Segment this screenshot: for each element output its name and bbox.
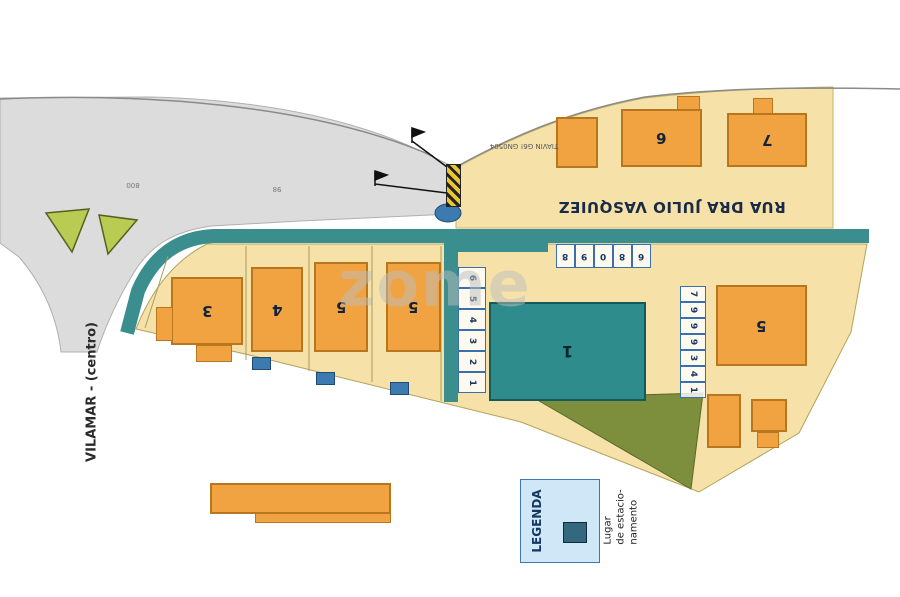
building-6-annex — [677, 96, 700, 110]
building-1: 1 — [489, 302, 646, 401]
survey-note: TIAVIN G6! GN0504 — [489, 142, 559, 150]
parking-cell: 3 — [458, 330, 486, 351]
road-gray-area — [0, 96, 462, 353]
boundary-line-east — [455, 87, 900, 168]
building-5-right: 5 — [716, 285, 807, 366]
building-4: 4 — [251, 267, 303, 352]
flag-icon — [374, 169, 390, 182]
building-number: 5 — [408, 298, 419, 316]
building-7-annex — [753, 98, 773, 114]
building-number: 6 — [656, 129, 667, 147]
road-mark: 98 — [272, 185, 282, 193]
parking-cell: 4 — [680, 366, 706, 382]
legend-title: LEGENDA — [530, 489, 544, 553]
legend-item-label: Lugar de estacio- namento — [602, 489, 640, 545]
building-long-south-step — [255, 513, 391, 523]
parking-cell: 5 — [458, 288, 486, 309]
building-number: 7 — [761, 131, 773, 149]
parking-cell: 0 — [594, 244, 613, 268]
parking-cell: 9 — [680, 318, 706, 334]
parking-cell: 9 — [680, 334, 706, 350]
legend-box — [520, 479, 600, 563]
building-5b: 5 — [386, 262, 441, 352]
parking-cell: 8 — [613, 244, 632, 268]
parking-cell: 3 — [680, 350, 706, 366]
parking-spot — [390, 382, 409, 395]
building-3: 3 — [171, 277, 243, 345]
parking-spot — [316, 372, 335, 385]
plot-dividers — [144, 246, 442, 401]
legend-parking-swatch — [563, 522, 587, 543]
building-3-shed — [196, 345, 232, 362]
tree-icon — [44, 208, 91, 254]
building-number: 1 — [561, 342, 574, 361]
building-7: 7 — [727, 113, 807, 167]
street-name: RUA DRA JULIO VASQUIEZ — [558, 198, 786, 216]
parking-cell: 4 — [458, 309, 486, 330]
building-number: 5 — [335, 298, 347, 316]
slope-area — [532, 392, 704, 490]
building-small-3 — [757, 432, 779, 448]
parking-cell: 1 — [458, 372, 486, 393]
parking-cell: 9 — [575, 244, 594, 268]
building-6: 6 — [621, 109, 702, 167]
building-number: 5 — [756, 316, 767, 335]
barrier-icon — [446, 164, 461, 207]
parking-cell: 8 — [556, 244, 575, 268]
building-number: 3 — [201, 302, 213, 320]
road-teal-vertical — [444, 243, 458, 402]
road-teal-junction — [444, 243, 548, 252]
road-mark: 800 — [126, 181, 140, 189]
parking-cell: 9 — [680, 302, 706, 318]
building-long-south — [210, 483, 391, 514]
road-teal-main — [120, 229, 869, 335]
building-5a: 5 — [314, 262, 368, 352]
parking-cell: 2 — [458, 351, 486, 372]
parking-cell: 6 — [458, 267, 486, 288]
parking-cell: 7 — [680, 286, 706, 302]
building-3-annex — [156, 307, 173, 341]
left-road-label: VILAMAR - (centro) — [84, 322, 100, 462]
building-number: 4 — [271, 300, 283, 319]
building-northwest — [556, 117, 598, 168]
boundary-line-west — [0, 96, 434, 157]
flag-markers — [374, 126, 452, 194]
parking-cell: 1 — [680, 382, 706, 398]
tree-icon — [98, 214, 139, 256]
building-small-2 — [751, 399, 787, 432]
parking-cell: 6 — [632, 244, 651, 268]
building-small-1 — [707, 394, 741, 448]
parking-spot — [252, 357, 271, 370]
flag-icon — [411, 126, 427, 139]
